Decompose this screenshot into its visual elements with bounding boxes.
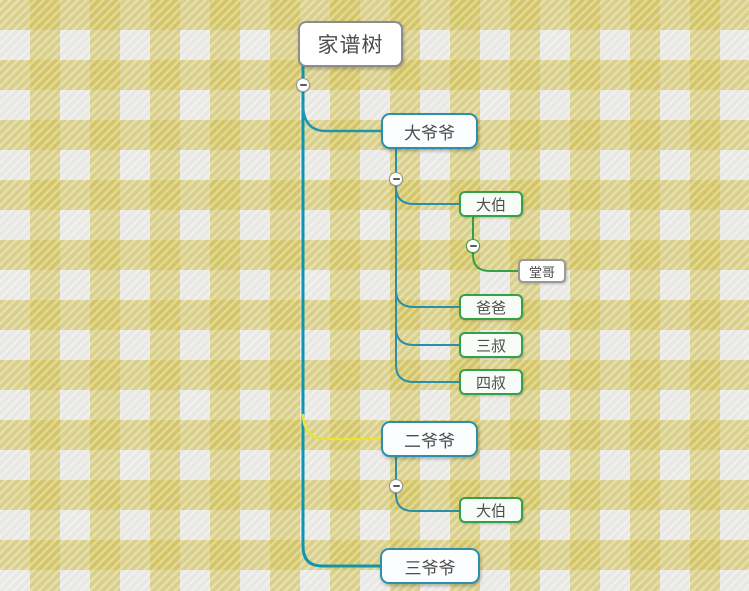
edge-root-grandpa3 [301,65,382,568]
edge-grandpa1-uncle3 [395,327,460,346]
edge-uncle1-cousin [472,216,519,272]
edge-grandpa1-uncle1 [395,186,460,205]
edge-grandpa2-uncle1b [395,456,460,512]
node-uncle-eldest-2[interactable]: 大伯 [459,497,523,523]
collapse-button-root[interactable] [296,78,310,92]
node-root-family-tree[interactable]: 家谱树 [298,21,403,67]
edge-grandpa1-dad [395,289,460,308]
edge-grandpa1-uncle4 [395,147,460,383]
node-cousin[interactable]: 堂哥 [518,259,566,283]
node-grandpa2[interactable]: 二爷爷 [381,421,478,457]
collapse-button-grandpa1[interactable] [389,172,403,186]
collapse-button-uncle1[interactable] [466,239,480,253]
node-dad[interactable]: 爸爸 [459,294,523,320]
node-grandpa1[interactable]: 大爷爷 [381,113,478,149]
collapse-minus-icon [392,485,400,487]
collapse-button-grandpa2[interactable] [389,479,403,493]
edge-root-grandpa1 [301,104,383,133]
node-uncle-fourth[interactable]: 四叔 [459,369,523,395]
node-grandpa3[interactable]: 三爷爷 [380,548,480,584]
edge-root-grandpa2 [301,413,383,441]
node-uncle-third[interactable]: 三叔 [459,332,523,358]
collapse-minus-icon [392,178,400,180]
collapse-minus-icon [299,84,307,86]
node-uncle-eldest-1[interactable]: 大伯 [459,191,523,217]
collapse-minus-icon [469,245,477,247]
